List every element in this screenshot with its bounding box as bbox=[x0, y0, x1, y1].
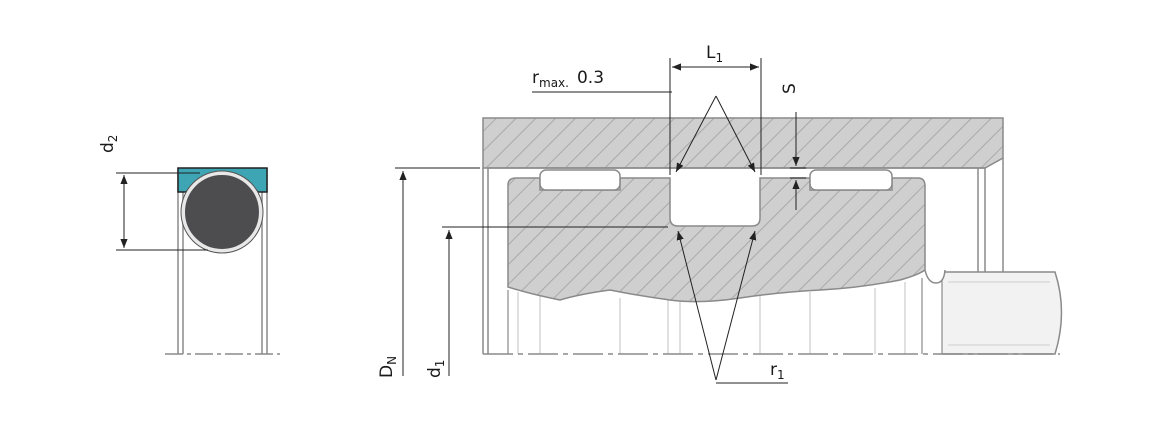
label-rmax: rmax.0.3 bbox=[532, 68, 604, 90]
housing-bore bbox=[482, 117, 1004, 354]
rod-end bbox=[942, 271, 1063, 355]
housing-body bbox=[482, 117, 1004, 169]
guide-ring-right bbox=[809, 169, 893, 191]
dimension-d1: d1 bbox=[425, 226, 668, 378]
dimension-l1: L1 bbox=[669, 43, 762, 175]
seal-cross-section bbox=[165, 167, 280, 355]
o-ring bbox=[181, 171, 263, 253]
rod-groove bbox=[924, 269, 946, 284]
label-l1: L1 bbox=[706, 43, 723, 65]
piston-rod bbox=[507, 271, 1063, 355]
dimension-d2: d2 bbox=[98, 135, 208, 251]
piston-section bbox=[507, 177, 926, 303]
guide-ring-left bbox=[539, 169, 621, 191]
label-r1: r1 bbox=[770, 360, 785, 382]
dimension-dn: DN bbox=[377, 167, 480, 378]
label-d1: d1 bbox=[425, 360, 447, 378]
label-d2: d2 bbox=[98, 135, 120, 153]
label-s: S bbox=[780, 83, 800, 94]
label-dn: DN bbox=[377, 356, 399, 378]
dimension-s: S bbox=[780, 83, 806, 210]
dimension-r1: r1 bbox=[676, 230, 788, 384]
dimension-rmax: rmax.0.3 bbox=[532, 68, 756, 173]
